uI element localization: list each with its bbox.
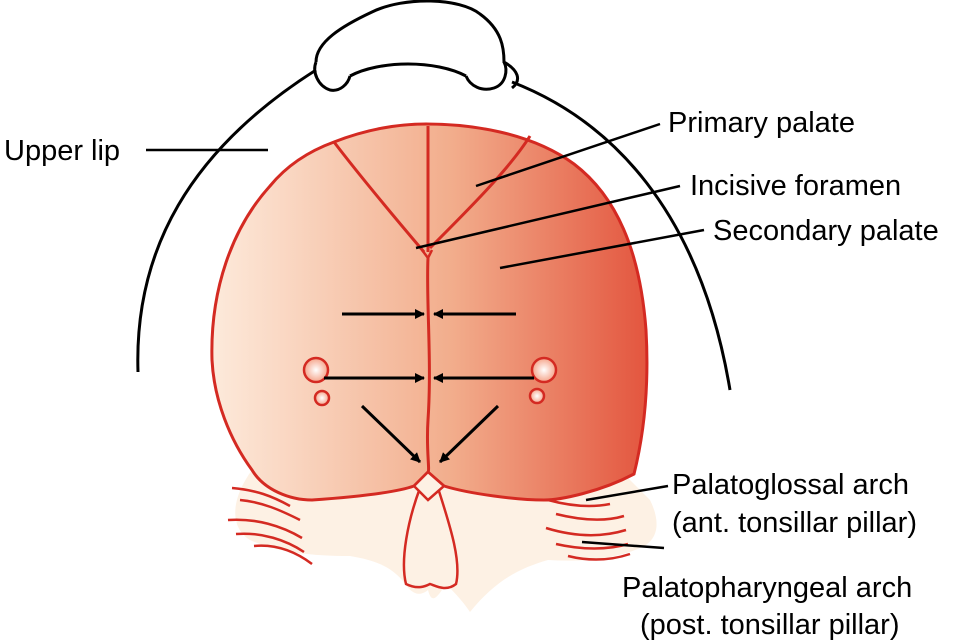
label-incisive-foramen: Incisive foramen [690, 170, 901, 202]
primary-palate-left-line [332, 141, 426, 253]
bubble-small-right [528, 387, 546, 405]
arrow-lower-left [360, 404, 422, 464]
label-palatopharyngeal-line2: (post. tonsillar pillar) [640, 609, 899, 641]
bubble-small-left [313, 389, 331, 407]
label-primary-palate: Primary palate [668, 107, 855, 139]
leader-primary-palate [475, 122, 661, 188]
label-upper-lip: Upper lip [4, 135, 120, 167]
fusion-arrows [324, 309, 534, 464]
leader-secondary-palate [499, 228, 705, 270]
nostril-left [313, 61, 352, 92]
label-secondary-palate: Secondary palate [713, 215, 939, 247]
leader-palatoglossal [585, 484, 669, 502]
bubble-large-right [530, 356, 558, 384]
nostril-right [464, 61, 508, 91]
label-palatopharyngeal-line1: Palatopharyngeal arch [622, 572, 912, 604]
bubble-large-left [302, 356, 330, 384]
leader-lines [146, 122, 705, 550]
nose-base [349, 62, 467, 78]
leader-palatopharyngeal [581, 540, 665, 550]
arrow-lower-right [438, 404, 500, 464]
label-palatoglossal-line1: Palatoglossal arch [672, 469, 909, 501]
secondary-palate-midline [425, 257, 431, 474]
right-arch-lines [545, 498, 631, 561]
midline-diamond [412, 470, 446, 502]
label-palatoglossal-line2: (ant. tonsillar pillar) [672, 507, 917, 539]
leader-incisive-foramen [415, 184, 681, 250]
upper-lip-outline [136, 68, 732, 391]
nose-outline [314, 0, 520, 90]
uvula-outline [402, 487, 459, 590]
primary-palate-right-line [428, 135, 532, 250]
left-arch-lines [227, 486, 313, 566]
